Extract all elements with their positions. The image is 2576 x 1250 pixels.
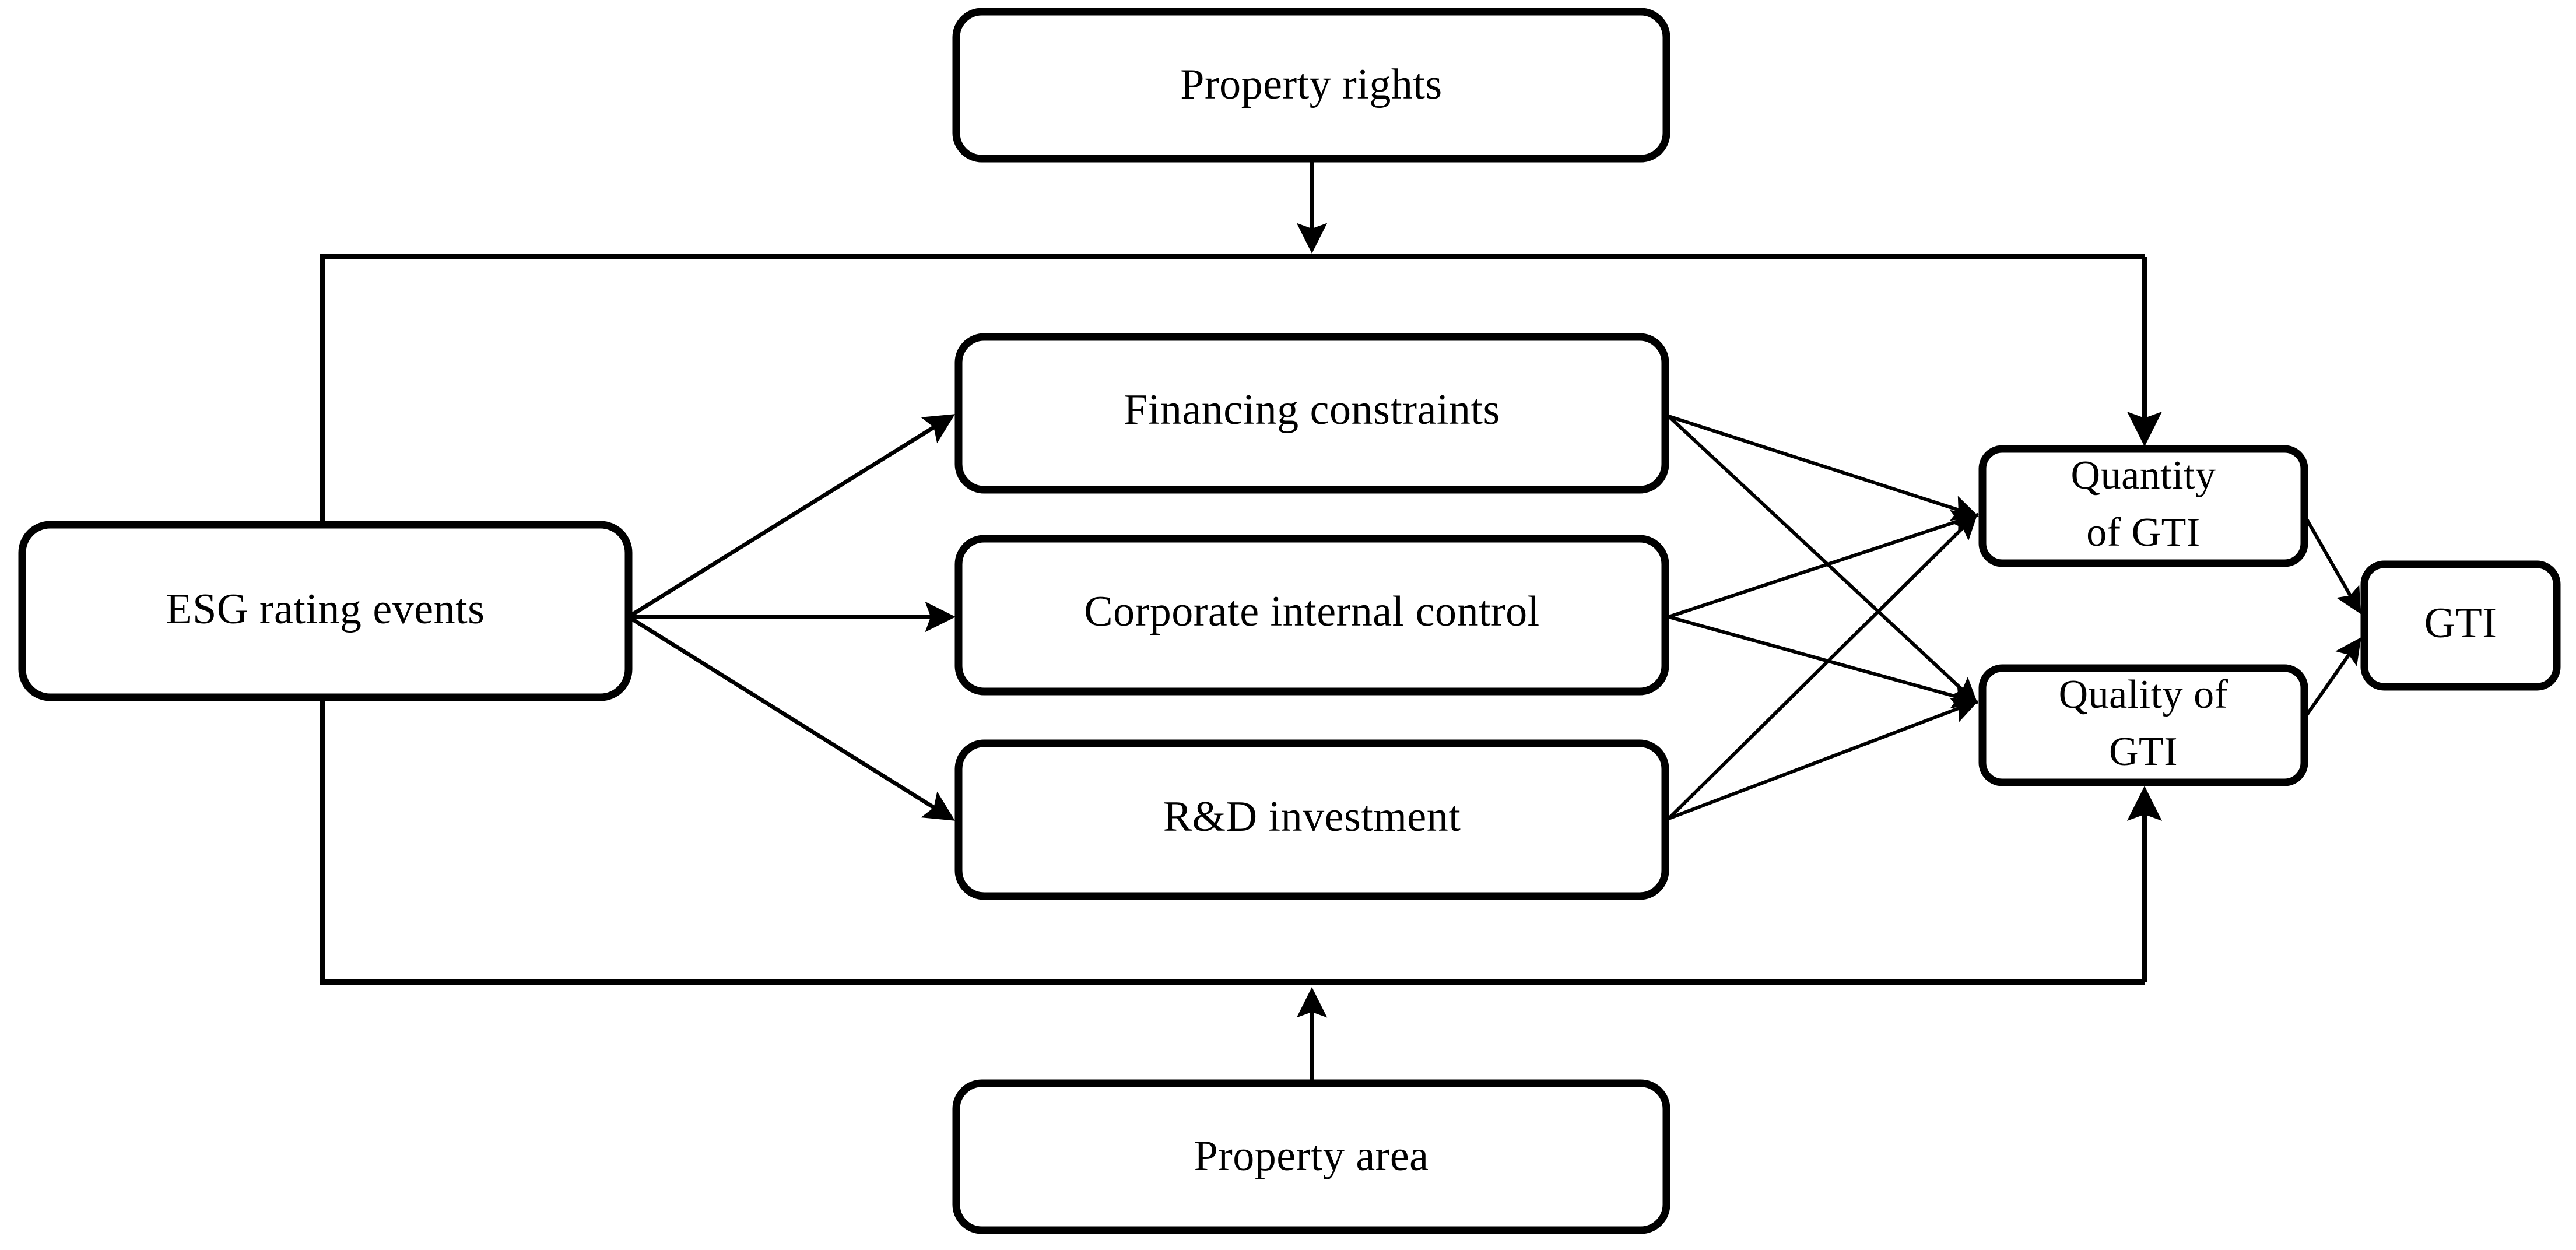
financing-to-quality-arrow [1667, 415, 1978, 705]
quality-of-gti-label-line2: GTI [2109, 729, 2178, 774]
node-gti[interactable]: GTI [2360, 560, 2561, 691]
internal-control-to-quantity-arrow [1668, 510, 1979, 619]
corporate-internal-control-box[interactable] [954, 535, 1669, 696]
financing-constraints-label: Financing constraints [1124, 386, 1500, 434]
esg-to-rd-arrow [627, 615, 955, 821]
property-rights-label: Property rights [1180, 61, 1442, 108]
esg-rating-events-box[interactable] [18, 521, 633, 701]
quantity-to-gti-arrow [2301, 512, 2361, 615]
gti-label: GTI [2424, 599, 2497, 647]
corporate-internal-control-label: Corporate internal control [1084, 588, 1540, 635]
node-financing-constraints[interactable]: Financing constraints [954, 333, 1669, 494]
quantity-of-gti-box[interactable] [1978, 445, 2308, 567]
quality-of-gti-box[interactable] [1978, 664, 2308, 786]
rd-to-quality-arrow [1668, 697, 1979, 820]
quantity-of-gti-label-line2: of GTI [2086, 510, 2200, 555]
property-area-box[interactable] [952, 1079, 1670, 1234]
financing-constraints-box[interactable] [954, 333, 1669, 494]
node-rd-investment[interactable]: R&D investment [954, 739, 1669, 900]
rd-to-quantity-arrow [1667, 512, 1978, 820]
quality-to-gti-arrow [2301, 637, 2361, 721]
node-esg-rating-events[interactable]: ESG rating events [18, 521, 633, 701]
esg-to-financing-arrow [627, 414, 955, 619]
node-property-rights[interactable]: Property rights [952, 8, 1670, 163]
internal-control-to-quality-arrow [1668, 615, 1979, 709]
financing-to-quantity-arrow [1668, 415, 1979, 521]
node-property-area[interactable]: Property area [952, 1079, 1670, 1234]
node-quality-of-gti[interactable]: Quality of GTI [1978, 664, 2308, 786]
quality-of-gti-label-line1: Quality of [2059, 672, 2228, 717]
esg-rating-events-label: ESG rating events [166, 585, 485, 633]
property-rights-box[interactable] [952, 8, 1670, 163]
quantity-of-gti-label-line1: Quantity [2071, 453, 2216, 498]
node-corporate-internal-control[interactable]: Corporate internal control [954, 535, 1669, 696]
node-quantity-of-gti[interactable]: Quantity of GTI [1978, 445, 2308, 567]
property-area-label: Property area [1194, 1132, 1429, 1180]
rd-investment-box[interactable] [954, 739, 1669, 900]
gti-box[interactable] [2360, 560, 2561, 691]
rd-investment-label: R&D investment [1163, 793, 1461, 841]
